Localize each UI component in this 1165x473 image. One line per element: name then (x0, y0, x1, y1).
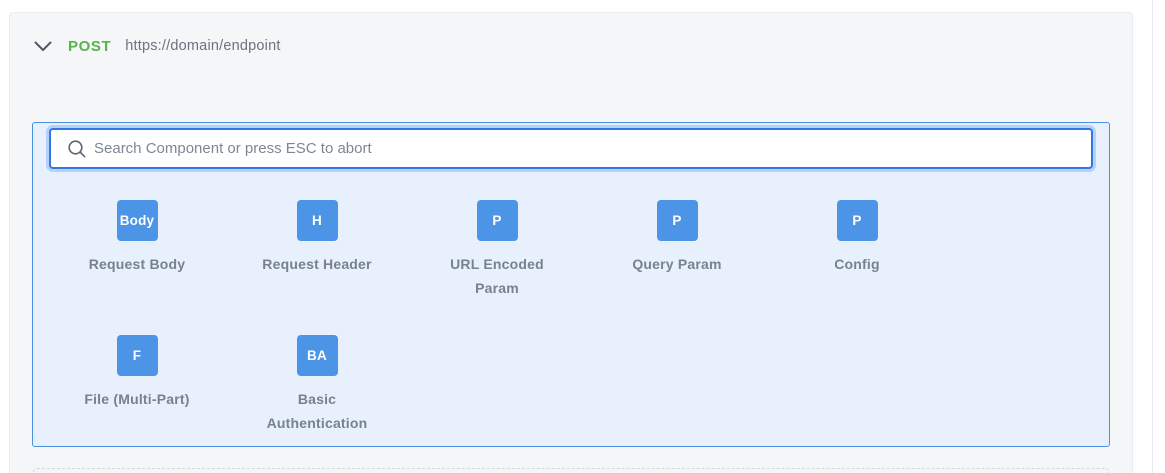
component-item[interactable]: BA Basic Authentication (227, 335, 407, 435)
component-label: URL Encoded Param (450, 256, 544, 296)
component-label: Request Header (262, 256, 372, 272)
component-item[interactable]: P URL Encoded Param (407, 200, 587, 300)
component-tile-abbr: F (116, 335, 158, 376)
component-label: Config (834, 256, 880, 272)
request-header-row[interactable]: POST https://domain/endpoint (34, 37, 1132, 55)
search-field-wrap (49, 128, 1093, 169)
component-tile-abbr: P (476, 200, 518, 241)
request-card: POST https://domain/endpoint Body Reques… (9, 12, 1133, 473)
request-method: POST (68, 37, 112, 55)
component-item[interactable]: P Config (767, 200, 947, 276)
component-item[interactable]: H Request Header (227, 200, 407, 276)
component-label: Query Param (632, 256, 722, 272)
component-tile-abbr: P (836, 200, 878, 241)
request-url: https://domain/endpoint (125, 38, 281, 54)
component-grid: Body Request Body H Request Header P URL… (33, 200, 1109, 470)
component-item[interactable]: P Query Param (587, 200, 767, 276)
component-tile-abbr: H (296, 200, 338, 241)
component-tile-abbr: BA (296, 335, 338, 376)
component-label: Request Body (88, 256, 186, 272)
component-picker-panel: Body Request Body H Request Header P URL… (32, 122, 1110, 447)
component-item[interactable]: Body Request Body (47, 200, 227, 276)
component-item[interactable]: F File (Multi-Part) (47, 335, 227, 411)
component-tile-abbr: Body (116, 200, 158, 241)
dashed-dropzone[interactable] (33, 468, 1109, 473)
component-label: Basic Authentication (266, 391, 368, 431)
search-input[interactable] (49, 128, 1093, 169)
component-tile-abbr: P (656, 200, 698, 241)
component-label: File (Multi-Part) (84, 391, 190, 407)
page-right-divider (1152, 0, 1153, 473)
chevron-down-icon[interactable] (34, 41, 52, 52)
